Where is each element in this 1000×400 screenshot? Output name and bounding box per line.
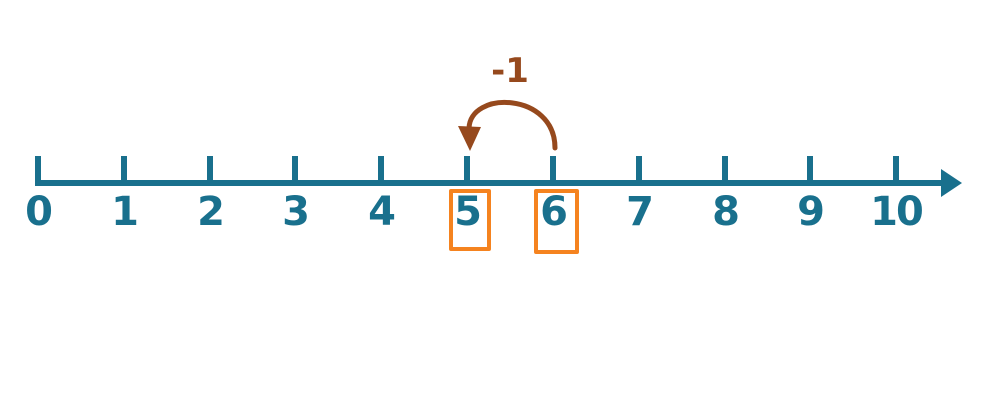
tick-label-1: 1 bbox=[111, 189, 139, 235]
tick-label-0: 0 bbox=[25, 189, 53, 235]
tick-label-3: 3 bbox=[282, 189, 310, 235]
tick-label-9: 9 bbox=[797, 189, 825, 235]
tick-label-7: 7 bbox=[626, 189, 654, 235]
axis-arrowhead-icon bbox=[941, 169, 962, 197]
tick-label-4: 4 bbox=[368, 189, 396, 235]
tick-label-6: 6 bbox=[540, 189, 568, 235]
highlight-box-6 bbox=[534, 189, 579, 254]
tick-label-5: 5 bbox=[454, 189, 482, 235]
tick-label-8: 8 bbox=[712, 189, 740, 235]
jump-arrowhead-icon bbox=[458, 126, 481, 151]
highlight-box-5 bbox=[449, 189, 491, 251]
tick-label-10: 10 bbox=[870, 189, 924, 235]
tick-label-2: 2 bbox=[197, 189, 225, 235]
jump-label: -1 bbox=[491, 51, 529, 91]
jump-arc bbox=[466, 99, 558, 151]
tick-marks bbox=[35, 156, 899, 183]
